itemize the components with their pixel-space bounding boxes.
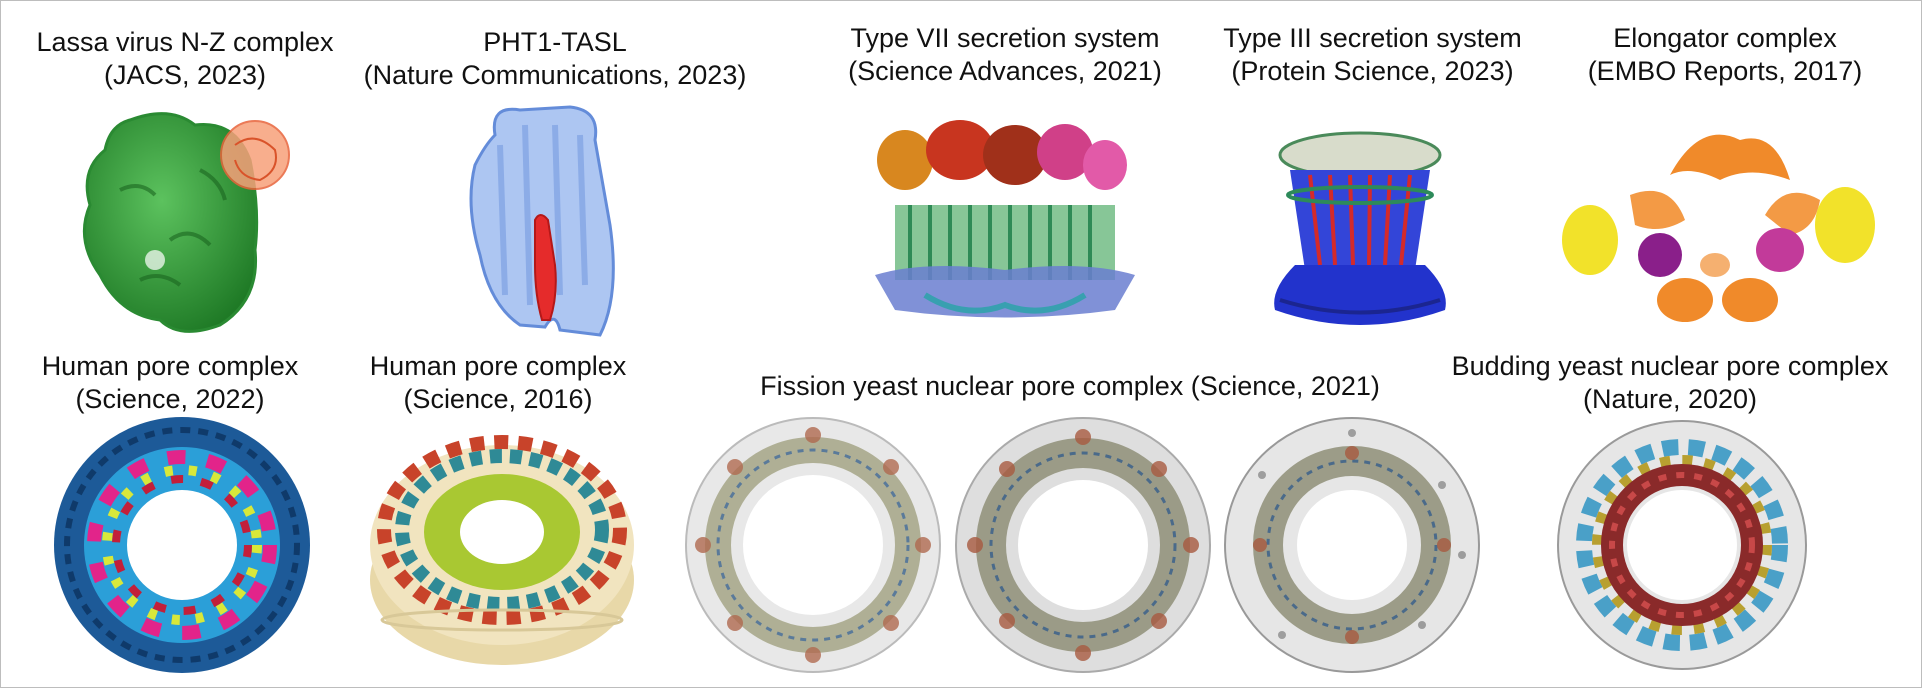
- fission-label: Fission yeast nuclear pore complex (Scie…: [680, 370, 1460, 403]
- pht1-title: PHT1-TASL: [483, 27, 627, 57]
- fission-view-3-image: [1222, 415, 1482, 675]
- pht1-label: PHT1-TASL (Nature Communications, 2023): [345, 26, 765, 92]
- lassa-subtitle: (JACS, 2023): [103, 60, 267, 90]
- fission-title: Fission yeast nuclear pore complex (Scie…: [760, 371, 1380, 401]
- npc2016-title: Human pore complex: [369, 351, 627, 381]
- budding-structure-image: [1555, 418, 1810, 673]
- t3ss-title: Type III secretion system: [1223, 23, 1522, 53]
- fission-view-1-image: [683, 415, 943, 675]
- pht1-structure-image: [460, 95, 630, 340]
- t7ss-title: Type VII secretion system: [850, 23, 1160, 53]
- lassa-title: Lassa virus N-Z complex: [36, 27, 334, 57]
- t7ss-subtitle: (Science Advances, 2021): [848, 56, 1162, 86]
- npc2022-title: Human pore complex: [41, 351, 299, 381]
- elongator-title: Elongator complex: [1613, 23, 1837, 53]
- fission-view-2-image: [953, 415, 1213, 675]
- npc2022-structure-image: [50, 410, 315, 680]
- npc2022-subtitle: (Science, 2022): [75, 384, 265, 414]
- budding-label: Budding yeast nuclear pore complex (Natu…: [1430, 350, 1910, 416]
- elongator-subtitle: (EMBO Reports, 2017): [1587, 56, 1863, 86]
- npc2016-label: Human pore complex (Science, 2016): [348, 350, 648, 416]
- t3ss-structure-image: [1265, 130, 1455, 335]
- npc2016-structure-image: [365, 410, 640, 675]
- t3ss-label: Type III secretion system (Protein Scien…: [1200, 22, 1545, 88]
- npc2016-subtitle: (Science, 2016): [403, 384, 593, 414]
- elongator-structure-image: [1560, 125, 1880, 325]
- elongator-label: Elongator complex (EMBO Reports, 2017): [1560, 22, 1890, 88]
- lassa-label: Lassa virus N-Z complex (JACS, 2023): [10, 26, 360, 92]
- lassa-structure-image: [60, 100, 300, 340]
- t3ss-subtitle: (Protein Science, 2023): [1231, 56, 1514, 86]
- t7ss-label: Type VII secretion system (Science Advan…: [830, 22, 1180, 88]
- pht1-subtitle: (Nature Communications, 2023): [363, 60, 747, 90]
- t7ss-structure-image: [865, 110, 1145, 330]
- budding-title: Budding yeast nuclear pore complex: [1451, 351, 1889, 381]
- npc2022-label: Human pore complex (Science, 2022): [20, 350, 320, 416]
- budding-subtitle: (Nature, 2020): [1582, 384, 1758, 414]
